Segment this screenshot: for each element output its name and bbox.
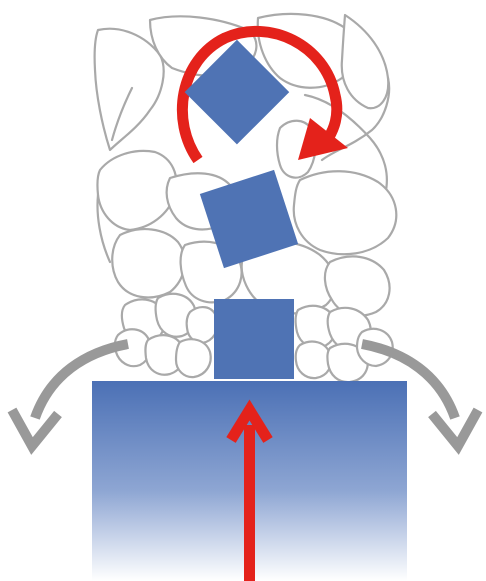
outline-cell	[112, 229, 184, 297]
outline-cell	[95, 29, 164, 150]
outline-cell	[325, 256, 390, 315]
outline-cell	[97, 151, 176, 230]
outline-cell	[187, 307, 218, 343]
outline-cell	[296, 342, 332, 379]
outline-cell	[342, 15, 389, 108]
outline-cell	[176, 339, 211, 377]
outline-cell	[294, 171, 397, 254]
square-block-bottom	[214, 299, 294, 379]
